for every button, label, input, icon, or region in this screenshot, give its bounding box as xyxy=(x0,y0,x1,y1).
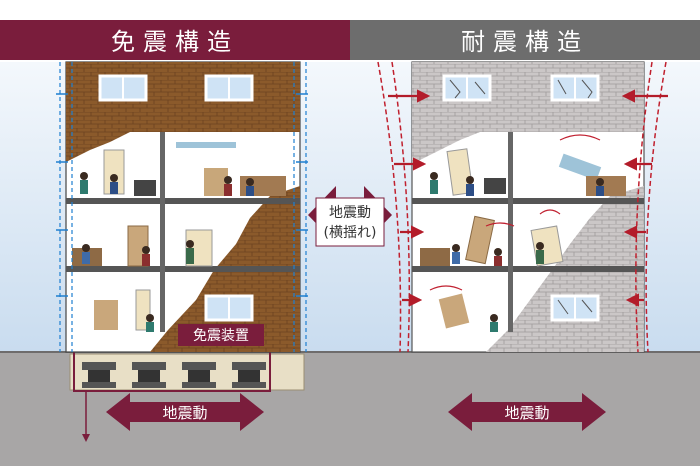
left-ground-motion-arrow: 地震動 xyxy=(106,393,264,431)
left-ground-motion-label: 地震動 xyxy=(162,404,207,422)
right-title: 耐震構造 xyxy=(461,28,589,56)
right-ground-motion-arrow: 地震動 xyxy=(448,393,606,431)
right-ground-motion-label: 地震動 xyxy=(504,404,549,422)
device-label: 免震装置 xyxy=(193,328,249,344)
center-label-line2: (横揺れ) xyxy=(324,225,377,241)
center-label-line1: 地震動 xyxy=(329,205,371,221)
device-label-box xyxy=(178,324,264,346)
left-header-bar xyxy=(0,20,350,60)
left-building: 免震装置 xyxy=(56,61,308,442)
right-building xyxy=(377,61,668,353)
right-header-bar xyxy=(350,20,700,60)
isolators xyxy=(82,362,266,388)
center-double-arrow: 地震動 (横揺れ) xyxy=(308,186,392,247)
left-title: 免震構造 xyxy=(111,28,239,56)
